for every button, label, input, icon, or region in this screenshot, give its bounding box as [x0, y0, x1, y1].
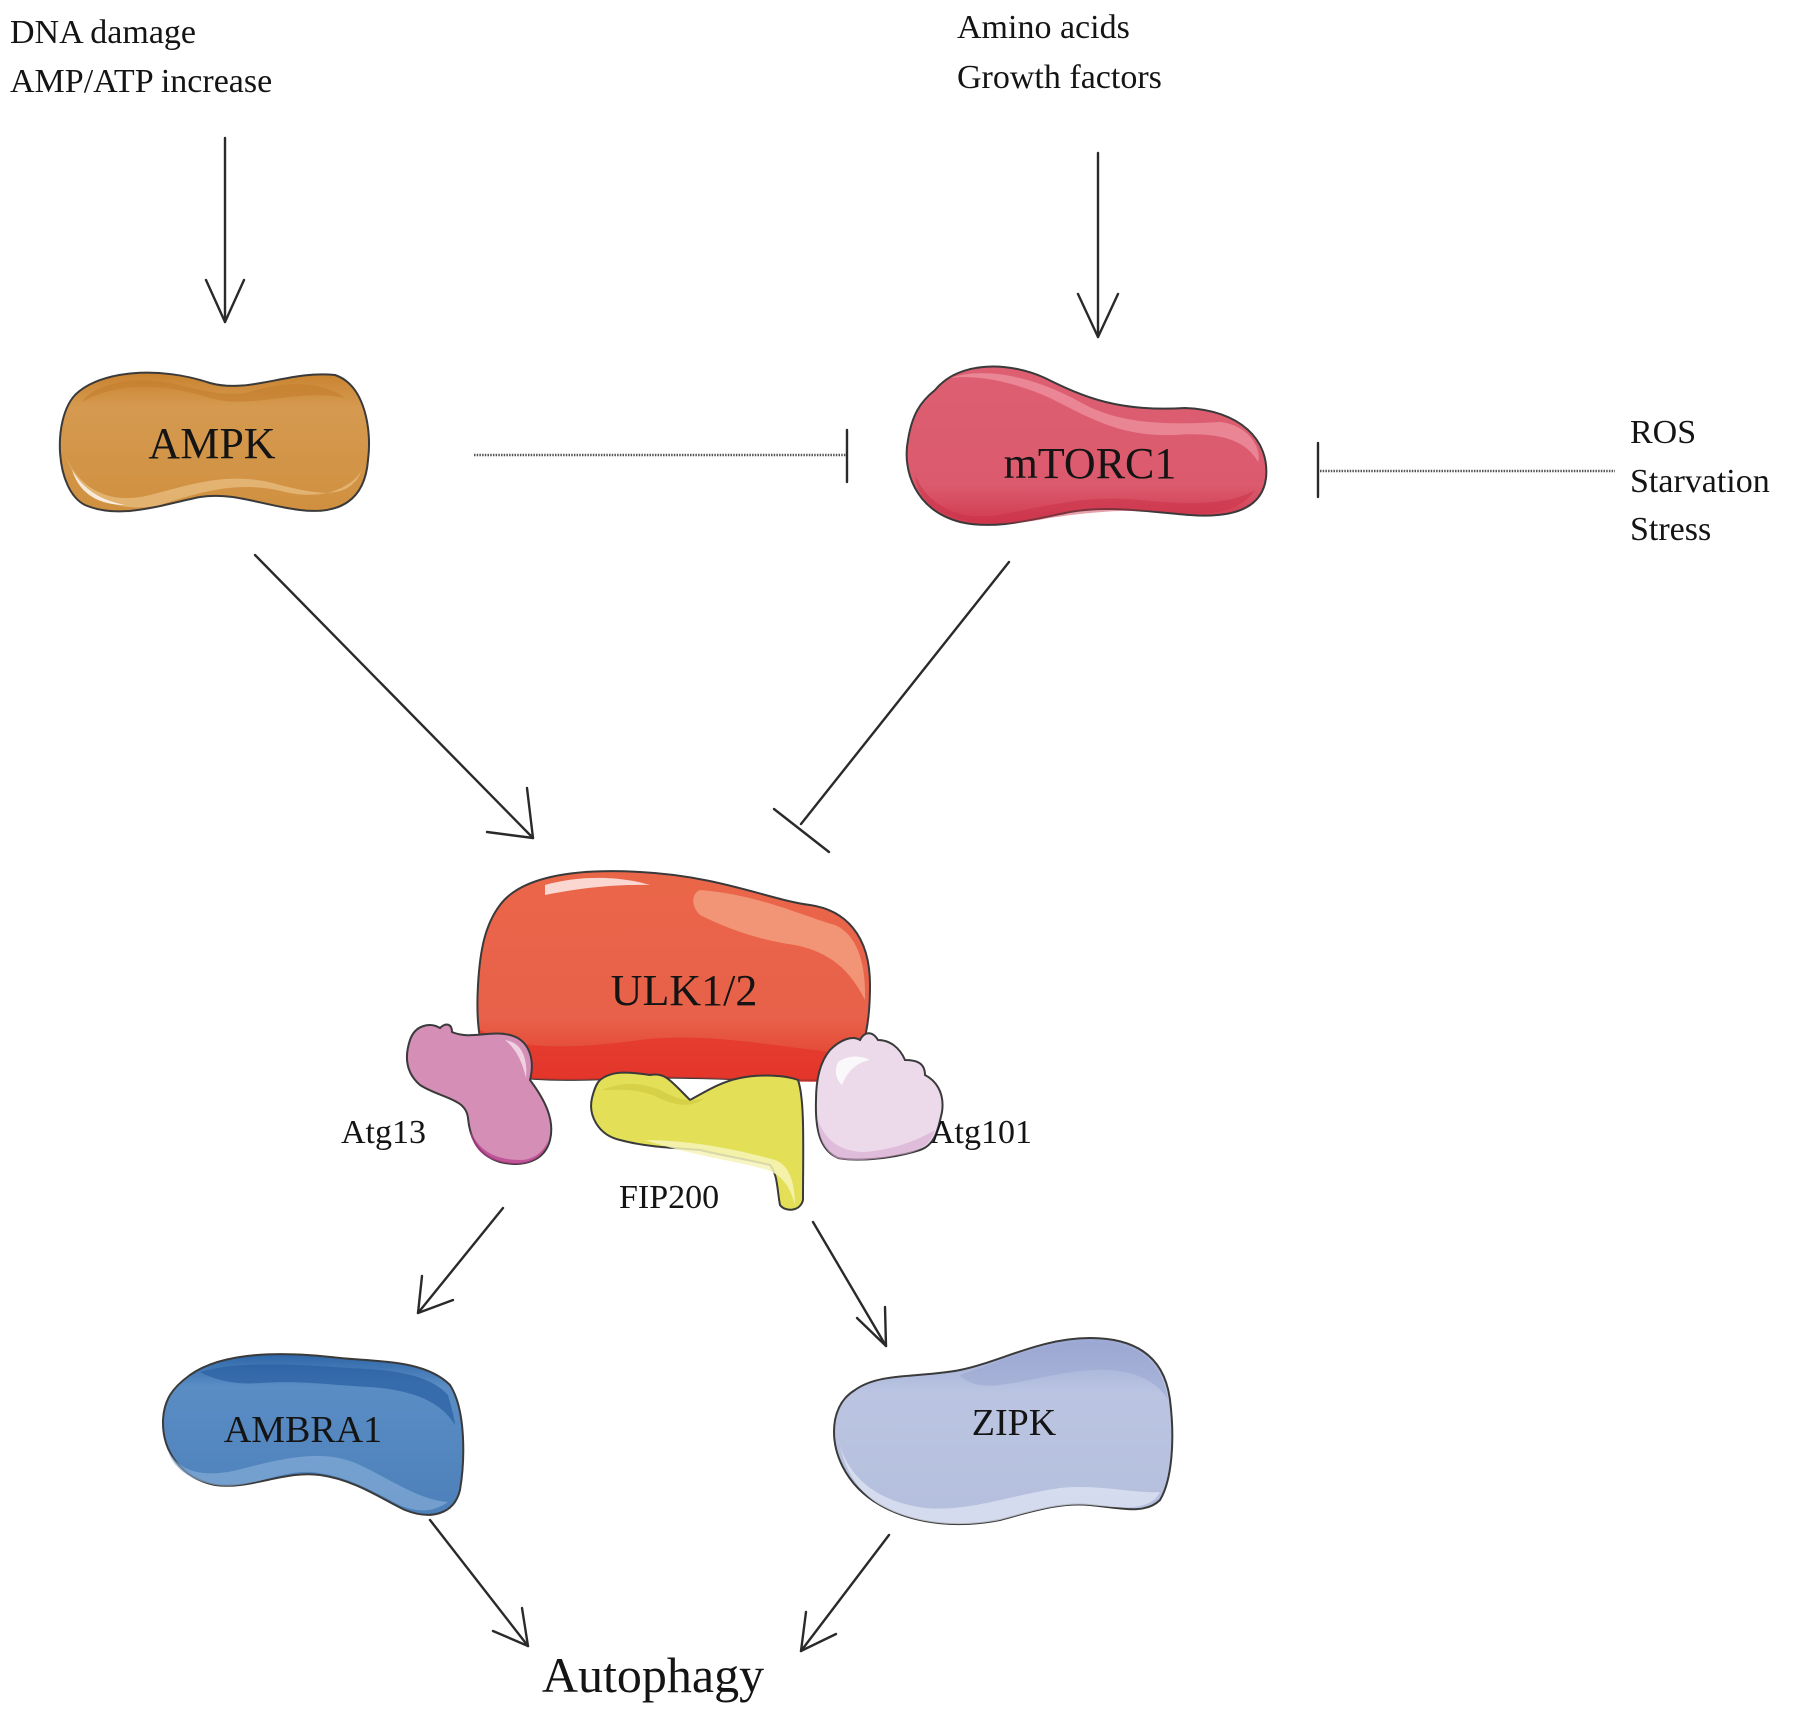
node-mtorc1: mTORC1	[905, 365, 1268, 526]
inhibition-stress-to-mtorc1	[1316, 441, 1615, 499]
stimulus-dna-damage: DNA damage	[10, 14, 196, 51]
node-atg101: Atg101	[814, 1032, 1032, 1161]
ampk-label: AMPK	[148, 419, 275, 468]
arrow-ampk-to-ulk	[253, 553, 535, 840]
atg13-label: Atg13	[341, 1114, 426, 1151]
inhibition-ampk-to-mtorc1	[474, 428, 849, 484]
stimulus-growth-factors: Growth factors	[957, 59, 1162, 96]
autophagy-label: Autophagy	[542, 1647, 764, 1703]
stimulus-amino-acids: Amino acids	[957, 9, 1130, 46]
ulk12-label: ULK1/2	[611, 966, 758, 1015]
node-ambra1: AMBRA1	[161, 1353, 465, 1516]
node-zipk: ZIPK	[833, 1336, 1174, 1526]
arrow-stimuli-to-ampk	[204, 136, 246, 324]
arrow-ulk-to-zipk	[811, 1220, 888, 1348]
mtorc1-stimuli-label: Amino acids Growth factors	[957, 9, 1162, 96]
stimulus-starvation: Starvation	[1630, 463, 1770, 500]
node-ampk: AMPK	[58, 371, 371, 513]
atg101-label: Atg101	[930, 1114, 1032, 1151]
node-atg13: Atg13	[341, 1023, 553, 1165]
arrow-zipk-to-autophagy	[799, 1533, 891, 1653]
stimulus-stress: Stress	[1630, 511, 1711, 548]
fip200-label: FIP200	[619, 1179, 719, 1216]
stimulus-amp-atp-increase: AMP/ATP increase	[10, 63, 272, 100]
node-fip200: FIP200	[590, 1071, 805, 1216]
mtorc1-label: mTORC1	[1004, 439, 1177, 488]
ambra1-label: AMBRA1	[224, 1409, 382, 1451]
arrow-stimuli-to-mtorc1	[1076, 151, 1120, 339]
ampk-stimuli-label: DNA damage AMP/ATP increase	[10, 14, 272, 100]
node-ulk12: ULK1/2	[476, 870, 872, 1082]
mtorc1-inhibitor-stimuli-label: ROS Starvation Stress	[1630, 414, 1770, 548]
zipk-label: ZIPK	[972, 1402, 1057, 1444]
arrow-ulk-to-ambra1	[416, 1206, 505, 1315]
arrow-ambra1-to-autophagy	[428, 1518, 530, 1648]
stimulus-ros: ROS	[1630, 414, 1696, 451]
inhibition-mtorc1-to-ulk	[772, 560, 1011, 854]
